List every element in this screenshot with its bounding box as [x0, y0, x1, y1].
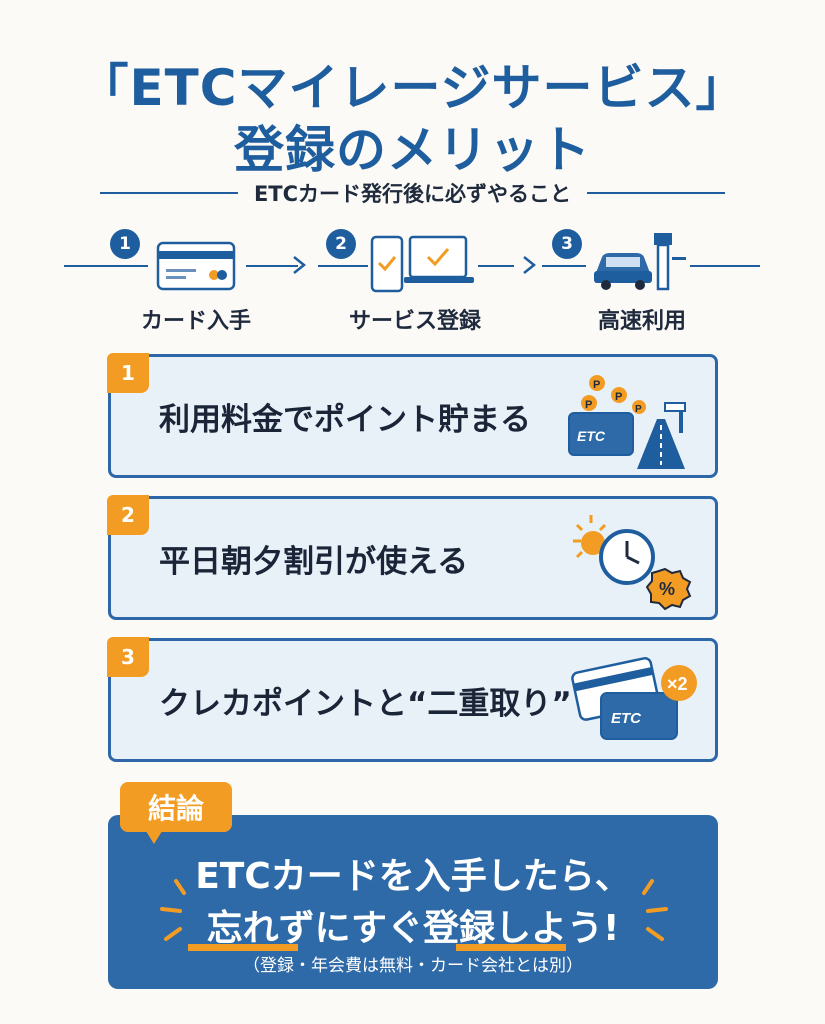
steps-flow: 1 カード入手 2 サービス登録 3 高速利用: [0, 225, 825, 335]
flow-line: [318, 265, 368, 267]
benefit-3-text: クレカポイントと“二重取り”: [159, 685, 572, 722]
double-badge-text: ×2: [667, 674, 688, 694]
flow-line: [64, 265, 148, 267]
etc-card-points-highway-icon: ETC P P P P: [568, 375, 686, 469]
spark-right-icon: [642, 879, 668, 941]
page-title-line2: 登録のメリット: [234, 121, 591, 179]
benefit-card-3: 3 クレカポイントと“二重取り” ETC ×2: [107, 637, 718, 762]
conclusion-line1: ETCカードを入手したら、: [195, 856, 631, 897]
flow-line: [246, 265, 298, 267]
subheading-text: ETCカード発行後に必ずやること: [253, 182, 572, 206]
conclusion-note: （登録・年会費は無料・カード会社とは別）: [243, 956, 583, 976]
etc-card-text: ETC: [577, 428, 606, 444]
step-1-label: カード入手: [140, 309, 251, 334]
benefit-2-number: 2: [107, 495, 149, 535]
benefit-card-2: 2 平日朝夕割引が使える %: [107, 495, 718, 620]
cards-double-icon: ETC ×2: [571, 657, 697, 740]
arrow-right-icon: [523, 256, 537, 274]
sun-clock-discount-icon: %: [573, 515, 692, 611]
flow-line: [690, 265, 760, 267]
step-1-number: 1: [110, 229, 140, 259]
points-coin-label: P: [635, 404, 642, 415]
step-3-number: 3: [552, 229, 582, 259]
etc-card-text: ETC: [611, 710, 642, 727]
benefit-1-number: 1: [107, 353, 149, 393]
subheading: ETCカード発行後に必ずやること: [100, 178, 725, 208]
divider-left: [100, 192, 238, 194]
points-coin-label: P: [615, 391, 622, 403]
points-coin-label: P: [593, 379, 600, 391]
conclusion-box: ETCカードを入手したら、 忘れずにすぐ登録しよう! （登録・年会費は無料・カー…: [108, 815, 718, 989]
page-title-line1: 「ETCマイレージサービス」: [78, 59, 747, 117]
step-2-number: 2: [326, 229, 356, 259]
highlight-underline: [188, 944, 298, 951]
benefit-card-1: 1 利用料金でポイント貯まる ETC P P P P: [107, 353, 718, 478]
highlight-underline: [456, 944, 566, 951]
car-toll-gate-icon: [594, 233, 686, 291]
arrow-right-icon: [293, 256, 307, 274]
spark-left-icon: [160, 879, 186, 941]
divider-right: [587, 192, 725, 194]
conclusion-line2: 忘れずにすぐ登録しよう!: [206, 908, 620, 949]
points-coin-label: P: [585, 399, 592, 411]
step-3-label: 高速利用: [597, 309, 686, 334]
conclusion-tag-tail: [144, 828, 164, 844]
conclusion-tag: 結論: [120, 782, 232, 832]
step-2-label: サービス登録: [348, 309, 481, 334]
benefit-1-text: 利用料金でポイント貯まる: [159, 401, 531, 438]
benefit-3-number: 3: [107, 637, 149, 677]
phone-laptop-check-icon: [370, 235, 474, 293]
flow-line: [478, 265, 514, 267]
flow-line: [542, 265, 586, 267]
benefit-2-text: 平日朝夕割引が使える: [159, 543, 469, 580]
credit-card-icon: [156, 241, 236, 291]
discount-badge-text: %: [659, 579, 675, 599]
